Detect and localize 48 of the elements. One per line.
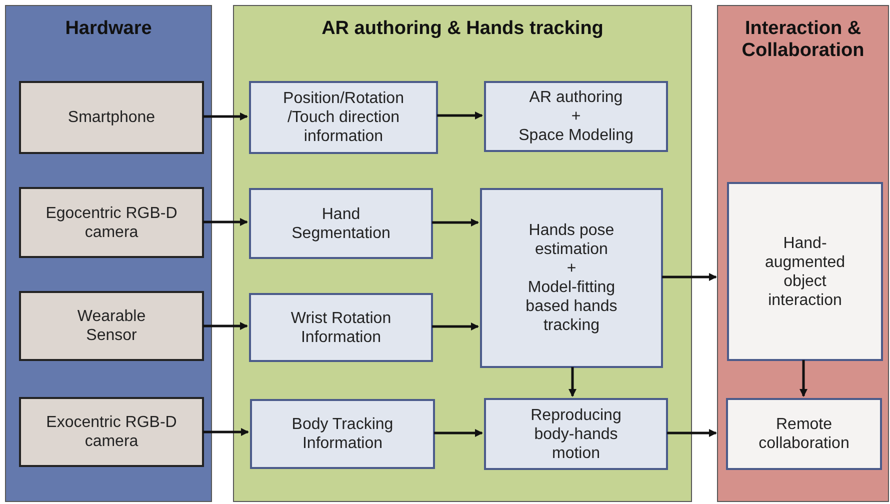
- box-text: AR authoring: [529, 88, 623, 107]
- process-box: [484, 81, 668, 152]
- arrow: [203, 322, 248, 330]
- process-box: [249, 188, 433, 259]
- box-text: Space Modeling: [518, 126, 634, 145]
- arrow: [662, 273, 717, 281]
- process-box: [19, 187, 204, 258]
- arrow: [434, 429, 483, 437]
- arrow: [568, 367, 576, 397]
- arrow: [432, 322, 479, 330]
- box-text: Model-fitting based hands tracking: [524, 278, 618, 335]
- box-text: Hand Segmentation: [290, 204, 392, 242]
- process-box: [249, 81, 438, 154]
- column-panel: [233, 5, 692, 502]
- box-text: Egocentric RGB-D camera: [44, 204, 178, 242]
- arrow: [203, 218, 248, 226]
- process-box: [19, 81, 204, 154]
- arrow: [203, 112, 248, 120]
- process-box: [19, 397, 204, 467]
- column-panel: [717, 5, 889, 502]
- arrow: [667, 429, 717, 437]
- column-heading: Interaction & Collaboration: [740, 18, 866, 62]
- box-text: Body Tracking Information: [290, 415, 394, 453]
- box-text: Position/Rotation /Touch direction information: [282, 89, 405, 146]
- box-text: Wearable Sensor: [76, 307, 147, 345]
- box-text: +: [566, 259, 576, 278]
- box-text: Reproducing body-hands motion: [530, 406, 622, 462]
- box-text: Exocentric RGB-D camera: [45, 413, 178, 451]
- process-box: [250, 399, 435, 469]
- column-heading: AR authoring & Hands tracking: [320, 18, 604, 40]
- box-text: Smartphone: [68, 108, 156, 127]
- box-text: Wrist Rotation Information: [290, 308, 392, 346]
- process-box: [480, 188, 663, 368]
- box-text: Remote collaboration: [758, 415, 850, 453]
- box-text: Hand-augmented object interaction: [764, 234, 846, 310]
- column-panel: [5, 5, 212, 502]
- arrow: [203, 428, 249, 436]
- box-text: Hands pose estimation: [528, 221, 616, 259]
- process-box: [484, 398, 668, 470]
- column-heading: Hardware: [64, 18, 153, 40]
- process-box: [249, 293, 433, 362]
- process-box: [19, 291, 204, 361]
- arrow: [800, 360, 808, 397]
- process-box: [726, 398, 882, 470]
- arrow: [432, 218, 479, 226]
- process-box: [727, 182, 883, 361]
- arrow: [437, 112, 483, 120]
- box-text: +: [571, 107, 581, 126]
